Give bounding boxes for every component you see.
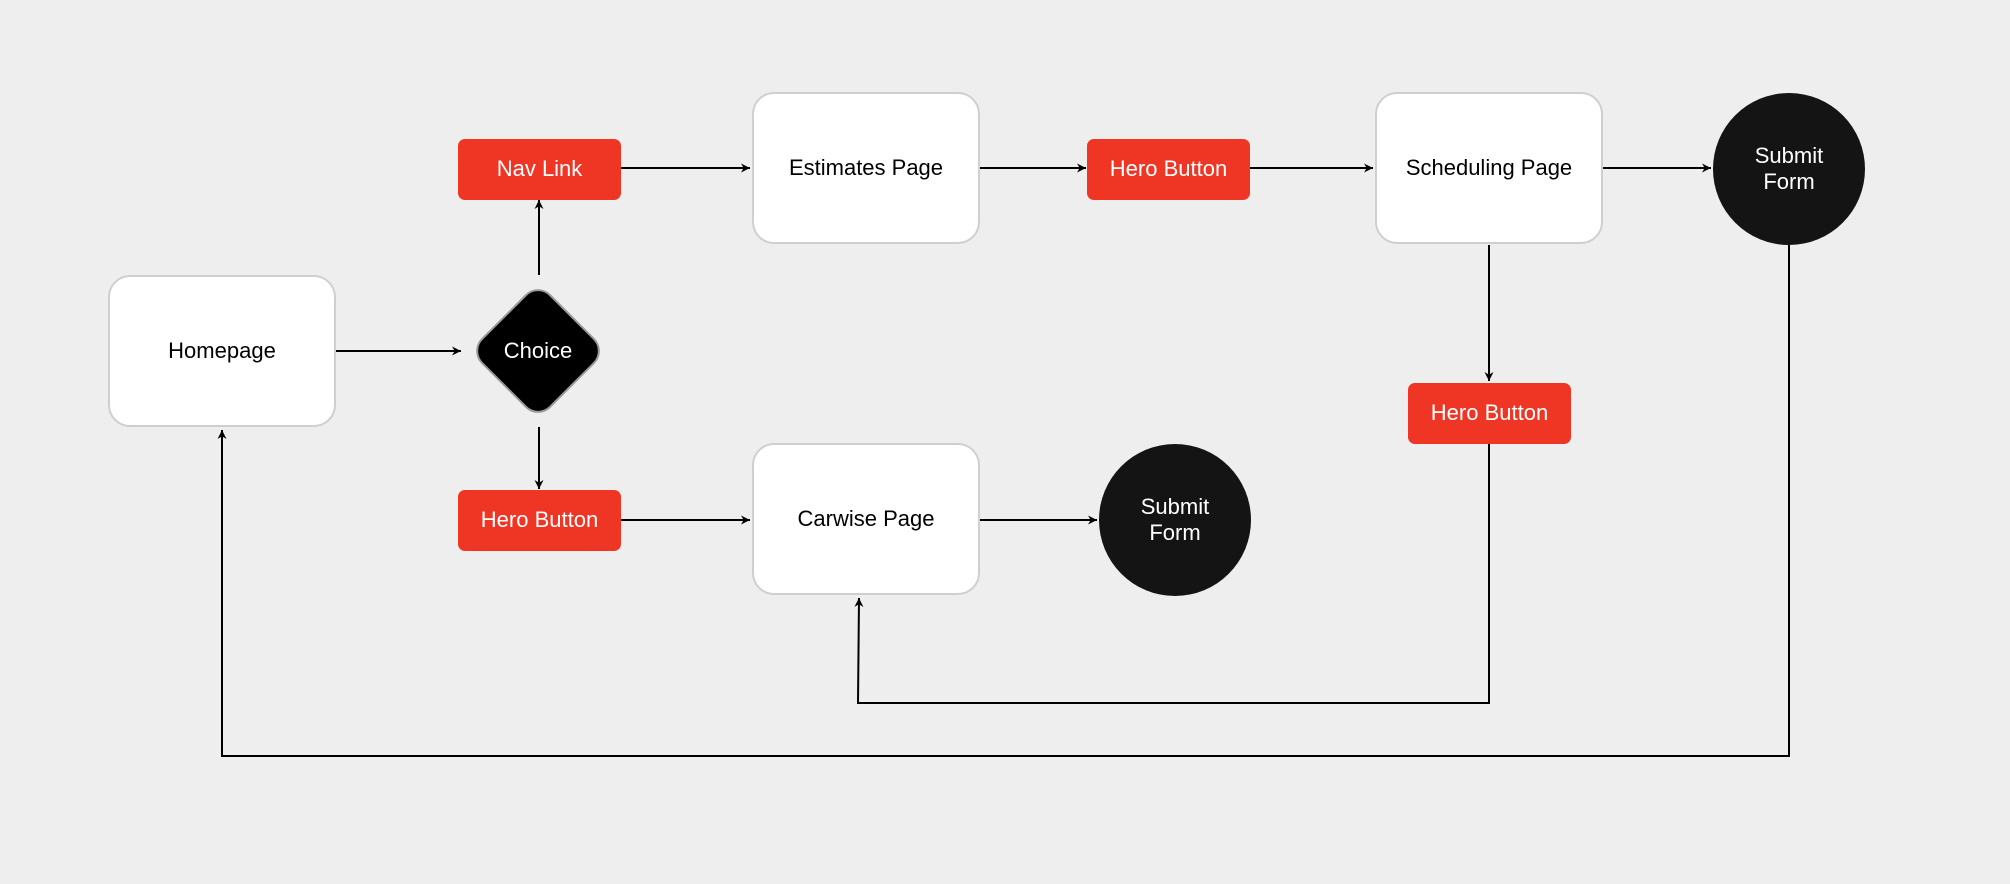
homepage-node: Homepage (108, 275, 336, 427)
hero-button-right-label: Hero Button (1430, 400, 1549, 426)
estimates-page-label: Estimates Page (788, 154, 944, 180)
edge-hero-button-to-carwise-loop (854, 443, 1490, 704)
hero-button-right-node: Hero Button (1408, 383, 1571, 444)
hero-button-top-node: Hero Button (1087, 139, 1250, 200)
carwise-page-label: Carwise Page (797, 505, 935, 531)
estimates-page-node: Estimates Page (752, 92, 980, 244)
hero-button-lower-node: Hero Button (458, 490, 621, 551)
homepage-label: Homepage (168, 337, 276, 363)
choice-label: Choice (503, 338, 573, 363)
scheduling-page-label: Scheduling Page (1405, 154, 1573, 180)
choice-decision-node: Choice (468, 281, 608, 421)
edge-submit-form-to-homepage-loop (217, 245, 1790, 757)
nav-link-node: Nav Link (458, 139, 621, 200)
submit-form-bottom-node: Submit Form (1099, 444, 1251, 596)
hero-button-lower-label: Hero Button (480, 507, 599, 533)
submit-form-top-node: Submit Form (1713, 93, 1865, 245)
submit-form-top-label: Submit Form (1754, 142, 1824, 194)
carwise-page-node: Carwise Page (752, 443, 980, 595)
hero-button-top-label: Hero Button (1109, 156, 1228, 182)
submit-form-bottom-label: Submit Form (1140, 493, 1210, 545)
nav-link-label: Nav Link (496, 156, 583, 182)
scheduling-page-node: Scheduling Page (1375, 92, 1603, 244)
